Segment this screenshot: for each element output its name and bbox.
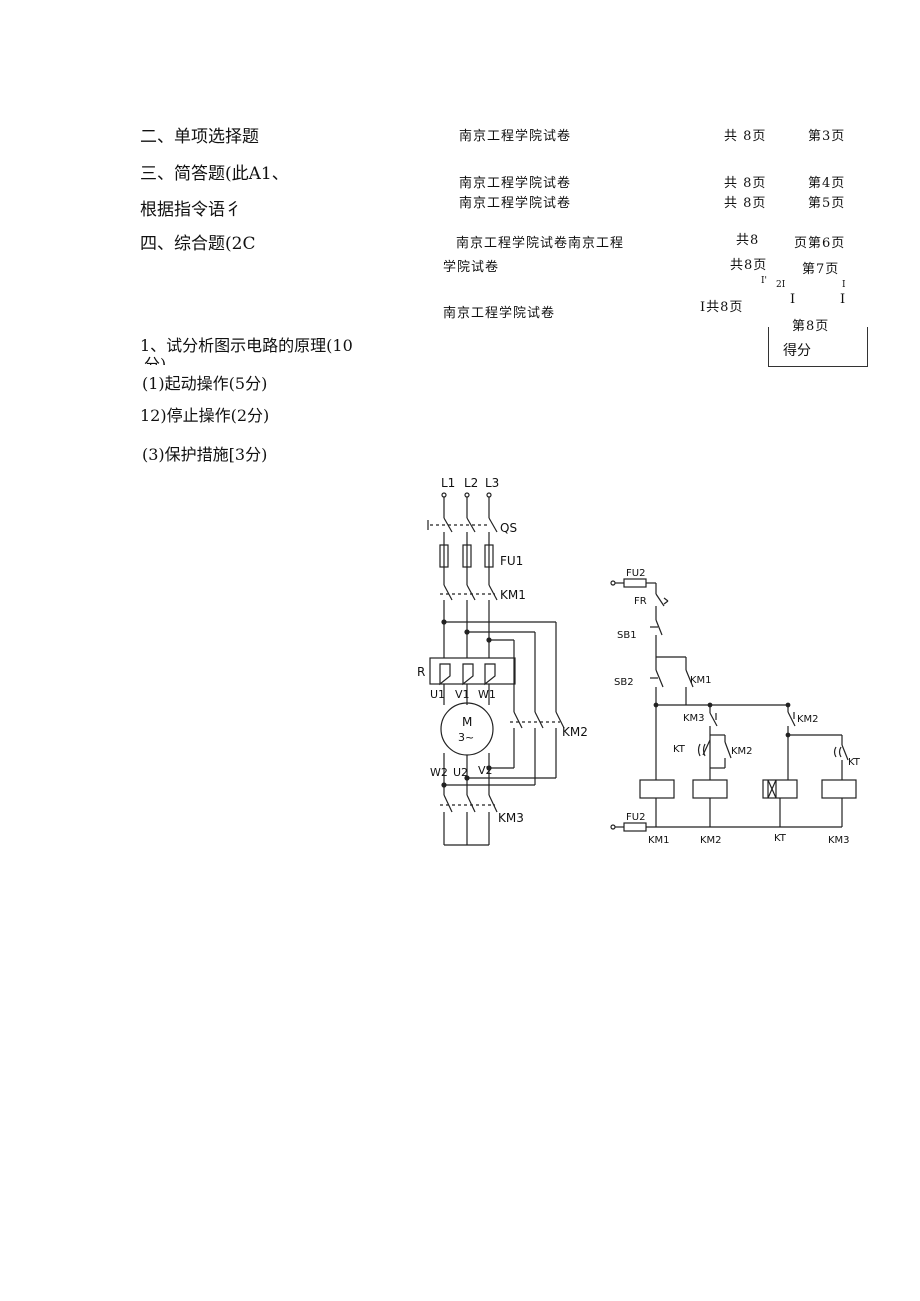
- coil-km1: [639, 779, 675, 799]
- stray-mark: I: [840, 292, 847, 307]
- stray-mark: I: [790, 292, 797, 307]
- km2-interlock-contact: [787, 705, 796, 735]
- km2-branch-wiring: [441, 619, 557, 712]
- stray-mark: I': [761, 276, 768, 286]
- km3-aux-label: KM3: [683, 713, 705, 724]
- motor-label: M: [462, 715, 472, 729]
- km3-label: KM3: [498, 811, 524, 825]
- fuse-fu1: [439, 544, 494, 568]
- phase-label: L3: [485, 476, 499, 490]
- phase-label: L1: [441, 476, 455, 490]
- header-school: 南京工程学院试卷: [459, 129, 572, 144]
- coil-kt-marker: [767, 779, 777, 799]
- terminal: [441, 492, 447, 498]
- header-school: 南京工程学院试卷: [459, 176, 572, 191]
- coil-km3: [821, 779, 857, 799]
- fuse-fu2-top: [623, 578, 647, 588]
- question-title-cut: 分): [144, 356, 166, 365]
- motor-symbol: [440, 702, 494, 756]
- section-single-choice: 二、单项选择题: [140, 127, 259, 147]
- coil-label: KT: [774, 833, 787, 844]
- km1-holding-contact: [685, 657, 694, 705]
- header-school: 南京工程学院试卷: [459, 196, 572, 211]
- km2-label: KM2: [562, 725, 588, 739]
- section-short-answer-note: 根据指令语彳: [140, 200, 242, 220]
- km2-main-contacts: [510, 711, 565, 785]
- terminal: [610, 580, 616, 586]
- terminal-label: V1: [455, 688, 470, 701]
- stray-mark: I: [842, 280, 846, 290]
- question-item-stop: 12)停止操作(2分): [140, 406, 270, 425]
- km2-aux-label: KM2: [731, 746, 753, 757]
- km2-holding-contact: [710, 735, 732, 769]
- sb2-start-button: [650, 657, 664, 705]
- fr-label: FR: [634, 596, 647, 607]
- question-item-protection: (3)保护措施[3分): [142, 445, 268, 464]
- coil-km2: [692, 779, 728, 799]
- qs-switch: [427, 497, 498, 545]
- terminal-label: W2: [430, 766, 448, 779]
- qs-label: QS: [500, 521, 517, 535]
- resistor-label: R: [417, 665, 425, 679]
- score-label: 得分: [783, 343, 811, 359]
- score-box: 得分: [768, 327, 868, 367]
- kt-delay-contact: [697, 739, 711, 757]
- km3-interlock-contact: [709, 705, 718, 735]
- header-total-pages: I共8页: [700, 300, 744, 315]
- motor-bottom-wiring: [441, 765, 556, 788]
- kt-timed-contact: [833, 735, 849, 780]
- header-total-pages: 共 8页: [724, 196, 767, 211]
- header-total-pages: 共8: [736, 233, 760, 248]
- coil-label: KM3: [828, 835, 850, 846]
- terminal: [610, 824, 616, 830]
- header-page-number: 第7页: [802, 262, 840, 277]
- kt-timed-label: KT: [848, 757, 861, 768]
- question-title: 1、试分析图示电路的原理(10: [140, 336, 353, 355]
- km1-main-contacts: [440, 567, 498, 658]
- header-total-pages: 共8页: [730, 258, 768, 273]
- header-school: 学院试卷: [443, 260, 500, 275]
- header-total-pages: 共 8页: [724, 129, 767, 144]
- km1-label: KM1: [500, 588, 526, 602]
- question-item-start: (1)起动操作(5分): [142, 374, 268, 393]
- terminal-label: U1: [430, 688, 445, 701]
- header-page-number: 第8页: [792, 319, 830, 334]
- phase-label: L2: [464, 476, 478, 490]
- coil-label: KM2: [700, 835, 722, 846]
- resistor-r: [429, 657, 516, 686]
- terminal-label: U2: [453, 766, 468, 779]
- fu2-label: FU2: [626, 568, 645, 579]
- terminal: [464, 492, 470, 498]
- sb2-label: SB2: [614, 677, 634, 688]
- terminal: [486, 492, 492, 498]
- fu2-bottom-label: FU2: [626, 812, 645, 823]
- header-total-pages: 共 8页: [724, 176, 767, 191]
- section-short-answer: 三、简答题(此A1、: [140, 164, 289, 184]
- section-comprehensive: 四、综合题(2C: [140, 234, 256, 254]
- fr-contact: [655, 593, 669, 620]
- stray-mark: 2I: [776, 280, 786, 290]
- header-page-number: 第3页: [808, 129, 846, 144]
- coil-label: KM1: [648, 835, 670, 846]
- header-page-number: 第5页: [808, 196, 846, 211]
- header-school: 南京工程学院试卷南京工程: [456, 236, 625, 251]
- fu1-label: FU1: [500, 554, 523, 568]
- header-page-number: 页第6页: [794, 236, 846, 251]
- km2-interlock-label: KM2: [797, 714, 819, 725]
- kt-aux-label: KT: [673, 744, 686, 755]
- header-page-number: 第4页: [808, 176, 846, 191]
- km3-main-contacts: [440, 794, 498, 846]
- sb1-label: SB1: [617, 630, 637, 641]
- sb1-stop-button: [650, 619, 663, 657]
- motor-phase-label: 3~: [458, 731, 474, 744]
- header-school: 南京工程学院试卷: [443, 306, 556, 321]
- terminal-label: W1: [478, 688, 496, 701]
- km1-aux-label: KM1: [690, 675, 712, 686]
- fuse-fu2-bottom: [623, 822, 647, 832]
